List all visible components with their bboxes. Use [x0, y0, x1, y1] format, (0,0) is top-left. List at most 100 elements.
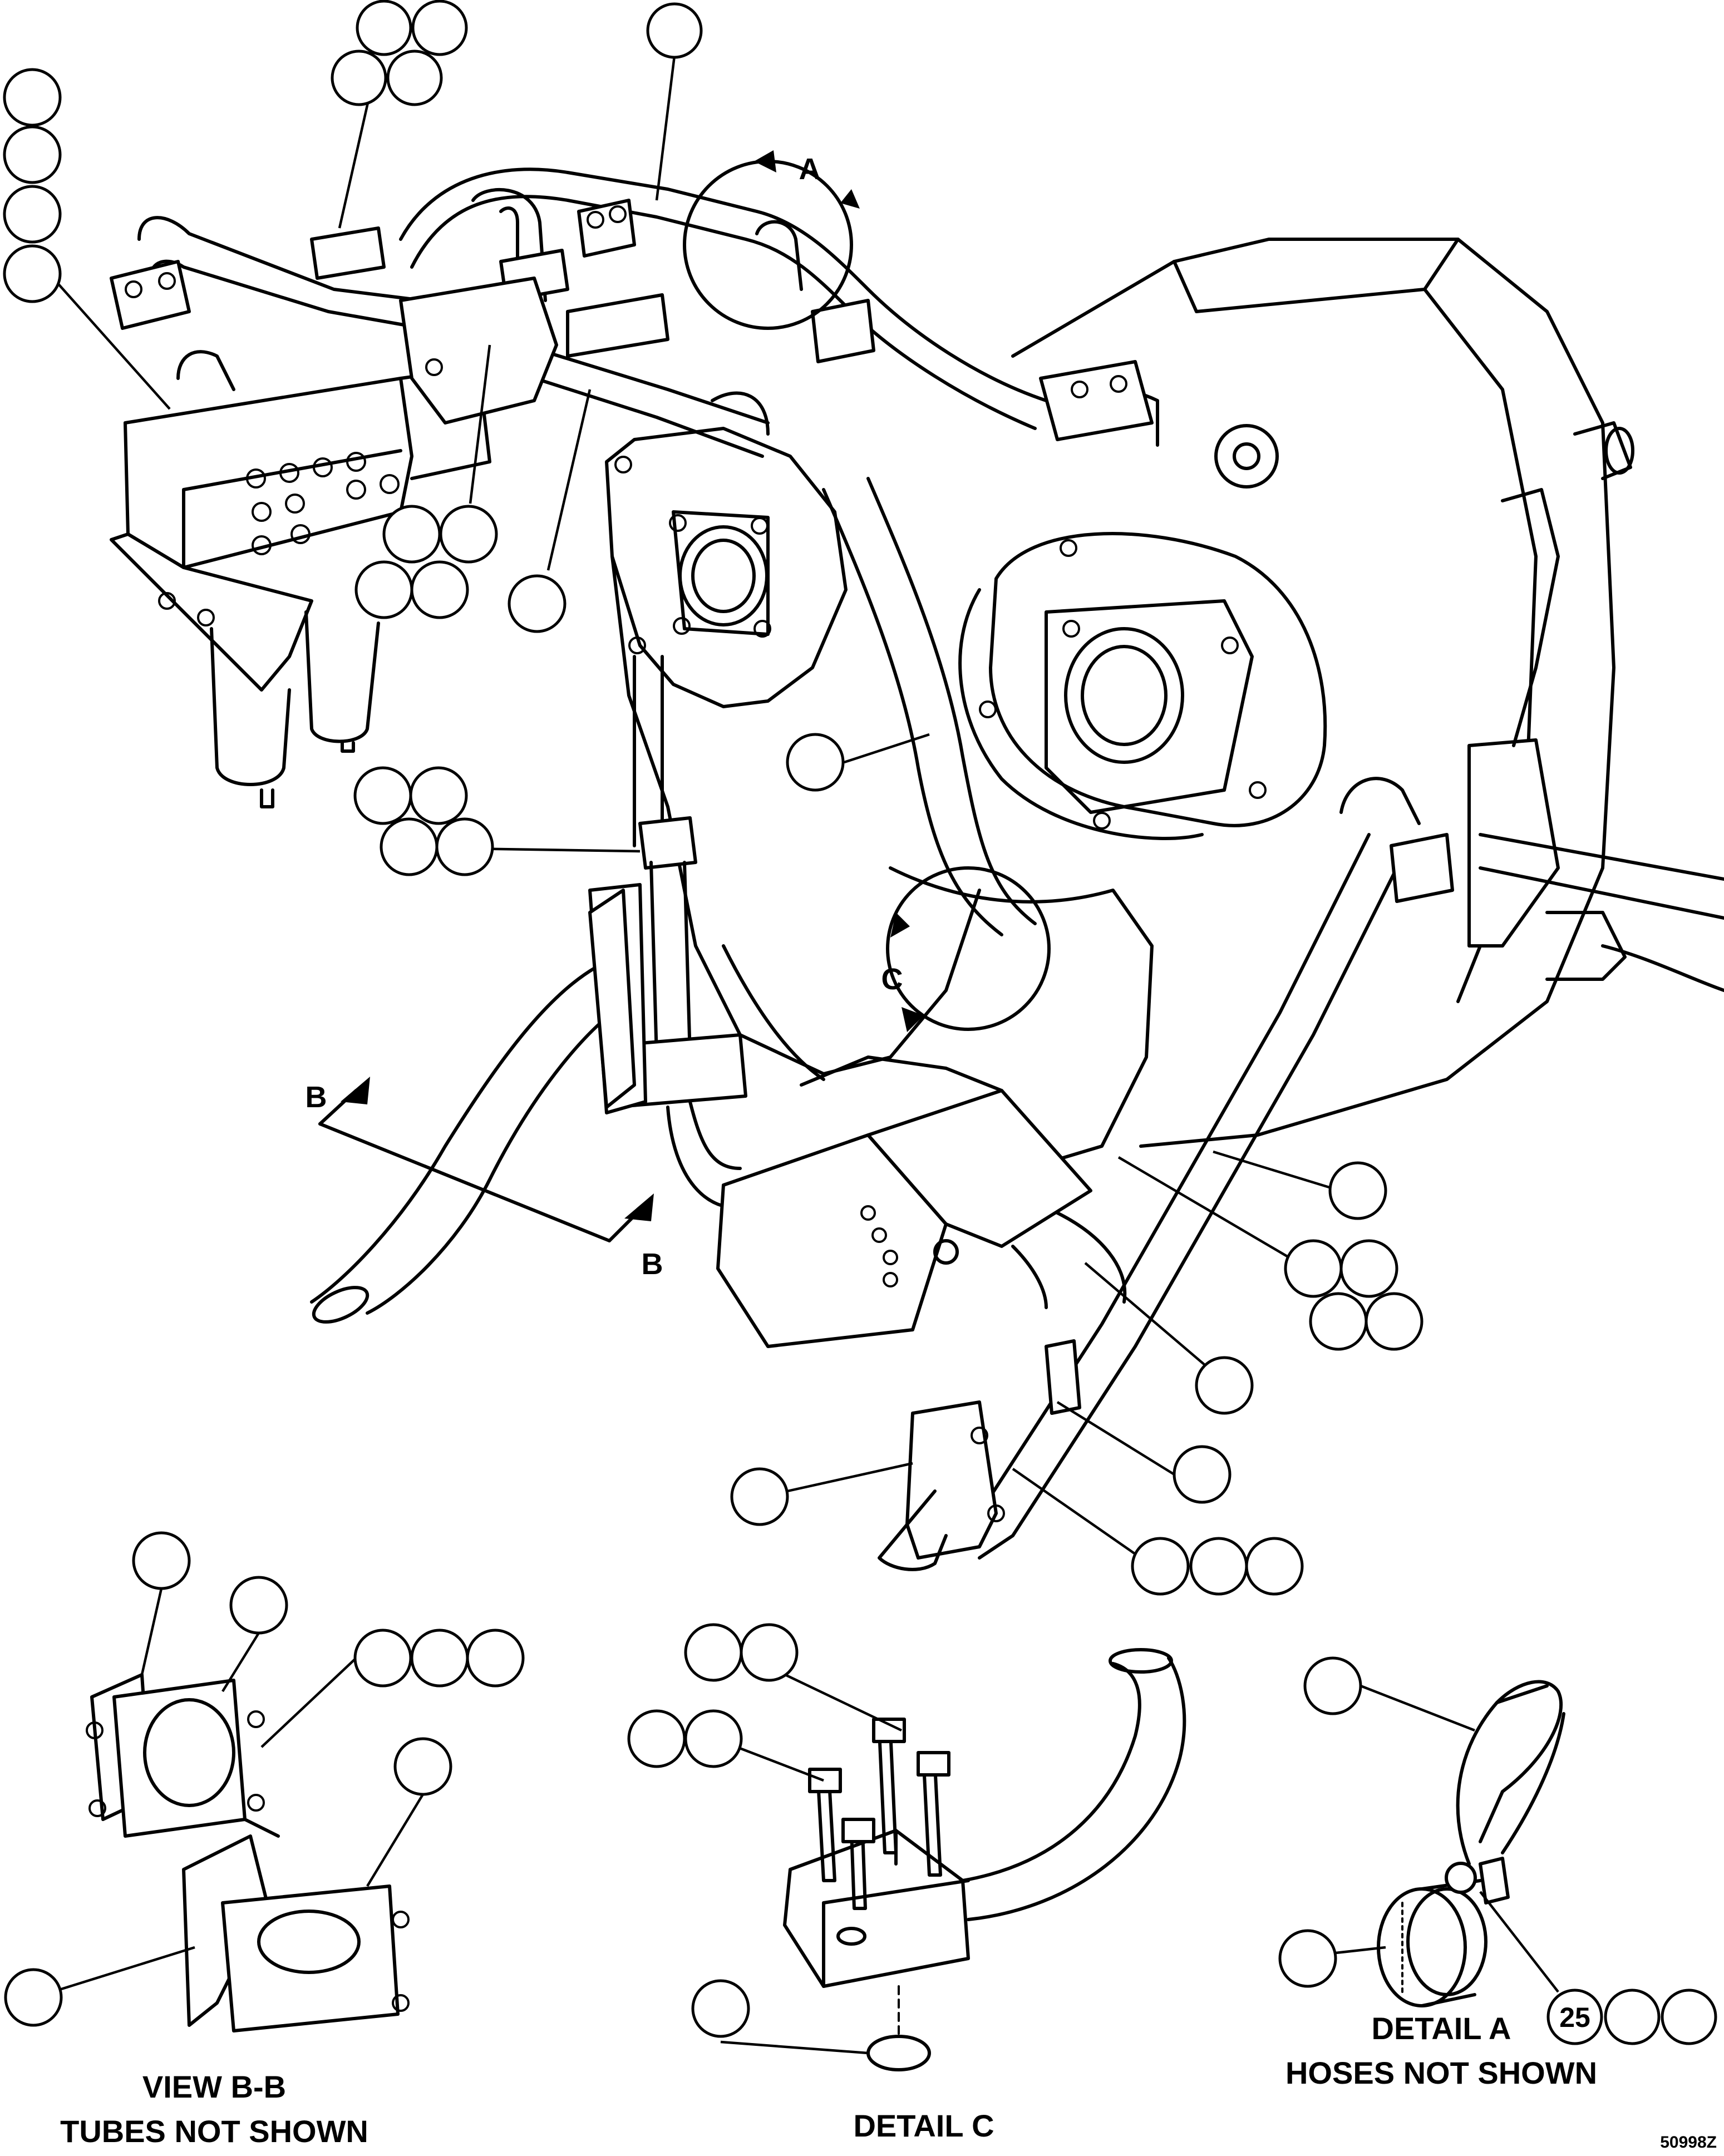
callout-balloon — [4, 1968, 63, 2027]
detail-c-letter: C — [881, 963, 903, 996]
drawing-number: 50998Z — [1660, 2133, 1717, 2152]
view-bb-caption-line1: VIEW B-B — [142, 2069, 286, 2104]
leader-line — [844, 733, 930, 764]
callout-balloon — [229, 1576, 288, 1635]
callout-balloon — [132, 1531, 191, 1590]
callout-balloon — [410, 1629, 469, 1688]
right-hose-and-clamp — [1339, 421, 1724, 992]
detail-a-caption-line1: DETAIL A — [1372, 2011, 1511, 2046]
callout-balloon — [353, 1629, 412, 1688]
callout-balloon — [691, 1979, 750, 2038]
callout-balloon — [1131, 1537, 1190, 1596]
callout-balloon — [331, 50, 387, 106]
leader-line — [1335, 1946, 1386, 1955]
callout-balloon — [1365, 1292, 1423, 1351]
callout-balloon — [411, 0, 468, 56]
detail-a-arrow-left — [754, 150, 776, 172]
callout-balloon — [1328, 1161, 1387, 1220]
leader-line — [464, 847, 641, 853]
callout-balloon — [439, 505, 498, 564]
callout-balloon — [740, 1623, 799, 1682]
callout-balloon — [786, 733, 845, 792]
callout-balloon — [1284, 1239, 1343, 1298]
leader-line — [61, 1946, 195, 1991]
callout-balloon — [3, 68, 62, 127]
callout-balloon — [386, 50, 443, 106]
callout-balloon — [393, 1737, 452, 1796]
detail-a-circle — [683, 160, 853, 330]
section-b-arrow-top — [341, 1077, 370, 1104]
left-diagonal-hose — [310, 955, 631, 1324]
leader-line — [221, 1632, 260, 1693]
leader-line — [1479, 1891, 1559, 1993]
callout-balloon — [3, 244, 62, 303]
callout-balloon — [3, 125, 62, 184]
leader-line — [140, 1588, 163, 1675]
callout-balloon — [508, 574, 567, 633]
section-b-letter-top: B — [306, 1081, 327, 1114]
detail-c-caption: DETAIL C — [853, 2108, 994, 2143]
leader-line — [773, 1667, 902, 1732]
callout-balloon — [382, 505, 441, 564]
callout-balloon — [354, 560, 413, 619]
section-b-arrow-bottom — [624, 1193, 654, 1221]
callout-balloon — [684, 1623, 743, 1682]
detail-a-caption-line2: HOSES NOT SHOWN — [1285, 2055, 1597, 2090]
leader-line — [469, 344, 491, 504]
detail-c-circle — [886, 866, 1051, 1031]
filter-canisters — [210, 610, 380, 808]
manifold-block — [399, 277, 669, 425]
center-hose — [822, 477, 1037, 936]
leader-line — [338, 80, 375, 229]
leader-line — [1012, 1468, 1142, 1559]
leader-line — [260, 1657, 357, 1748]
housing-body — [722, 238, 1615, 1165]
callout-balloon — [380, 817, 439, 876]
detail-c-arrow-top — [890, 912, 910, 938]
callout-balloon — [1195, 1356, 1254, 1415]
detail-a-view: 25 DETAIL A HOSES NOT SHOWN — [1278, 1656, 1717, 2090]
leader-line — [655, 55, 676, 201]
callout-balloon — [435, 817, 494, 876]
detail-a-arrow-right — [840, 189, 860, 209]
detail-c-arrow-bottom — [902, 1007, 924, 1032]
callout-balloon — [1189, 1537, 1248, 1596]
lower-cross-tube — [878, 833, 1404, 1571]
tube-support-stand — [588, 889, 636, 1109]
view-indicators: A C B B — [306, 150, 1051, 1281]
callout-balloon — [646, 2, 703, 59]
callout-balloon — [410, 560, 469, 619]
detail-c-view: DETAIL C — [627, 1623, 1186, 2143]
section-bb-line — [318, 1122, 611, 1242]
callout-balloon — [684, 1709, 743, 1768]
washer — [866, 2035, 931, 2071]
leader-line — [366, 1793, 424, 1887]
callout-balloon — [1245, 1537, 1304, 1596]
section-b-letter-bottom: B — [642, 1247, 663, 1281]
callout-balloon — [627, 1709, 686, 1768]
callout-balloon — [1173, 1445, 1232, 1504]
tube-clamp-blocks — [110, 199, 1154, 441]
main-callouts — [3, 0, 1423, 1596]
callout-balloon — [730, 1467, 789, 1526]
callout-balloon-item-25 — [1546, 1989, 1603, 2045]
view-bb: VIEW B-B TUBES NOT SHOWN — [4, 1531, 525, 2149]
callout-balloon — [1309, 1292, 1368, 1351]
leader-line — [55, 280, 171, 410]
callout-number-25: 25 — [1559, 2002, 1590, 2033]
callout-balloon — [356, 0, 412, 56]
gearcase-cover — [605, 427, 981, 1075]
lower-valve-block — [716, 1055, 1127, 1348]
leader-line — [720, 2040, 869, 2055]
leader-line — [1360, 1684, 1475, 1732]
leader-line — [1213, 1150, 1332, 1190]
callout-balloon — [1604, 1989, 1661, 2045]
detail-a-letter: A — [799, 152, 821, 186]
leader-line — [1117, 1156, 1298, 1263]
leader-line — [1056, 1401, 1175, 1476]
callout-balloon — [409, 766, 468, 825]
view-bb-caption-line2: TUBES NOT SHOWN — [60, 2114, 368, 2149]
leader-line — [546, 389, 592, 571]
callout-balloon — [1278, 1929, 1337, 1988]
